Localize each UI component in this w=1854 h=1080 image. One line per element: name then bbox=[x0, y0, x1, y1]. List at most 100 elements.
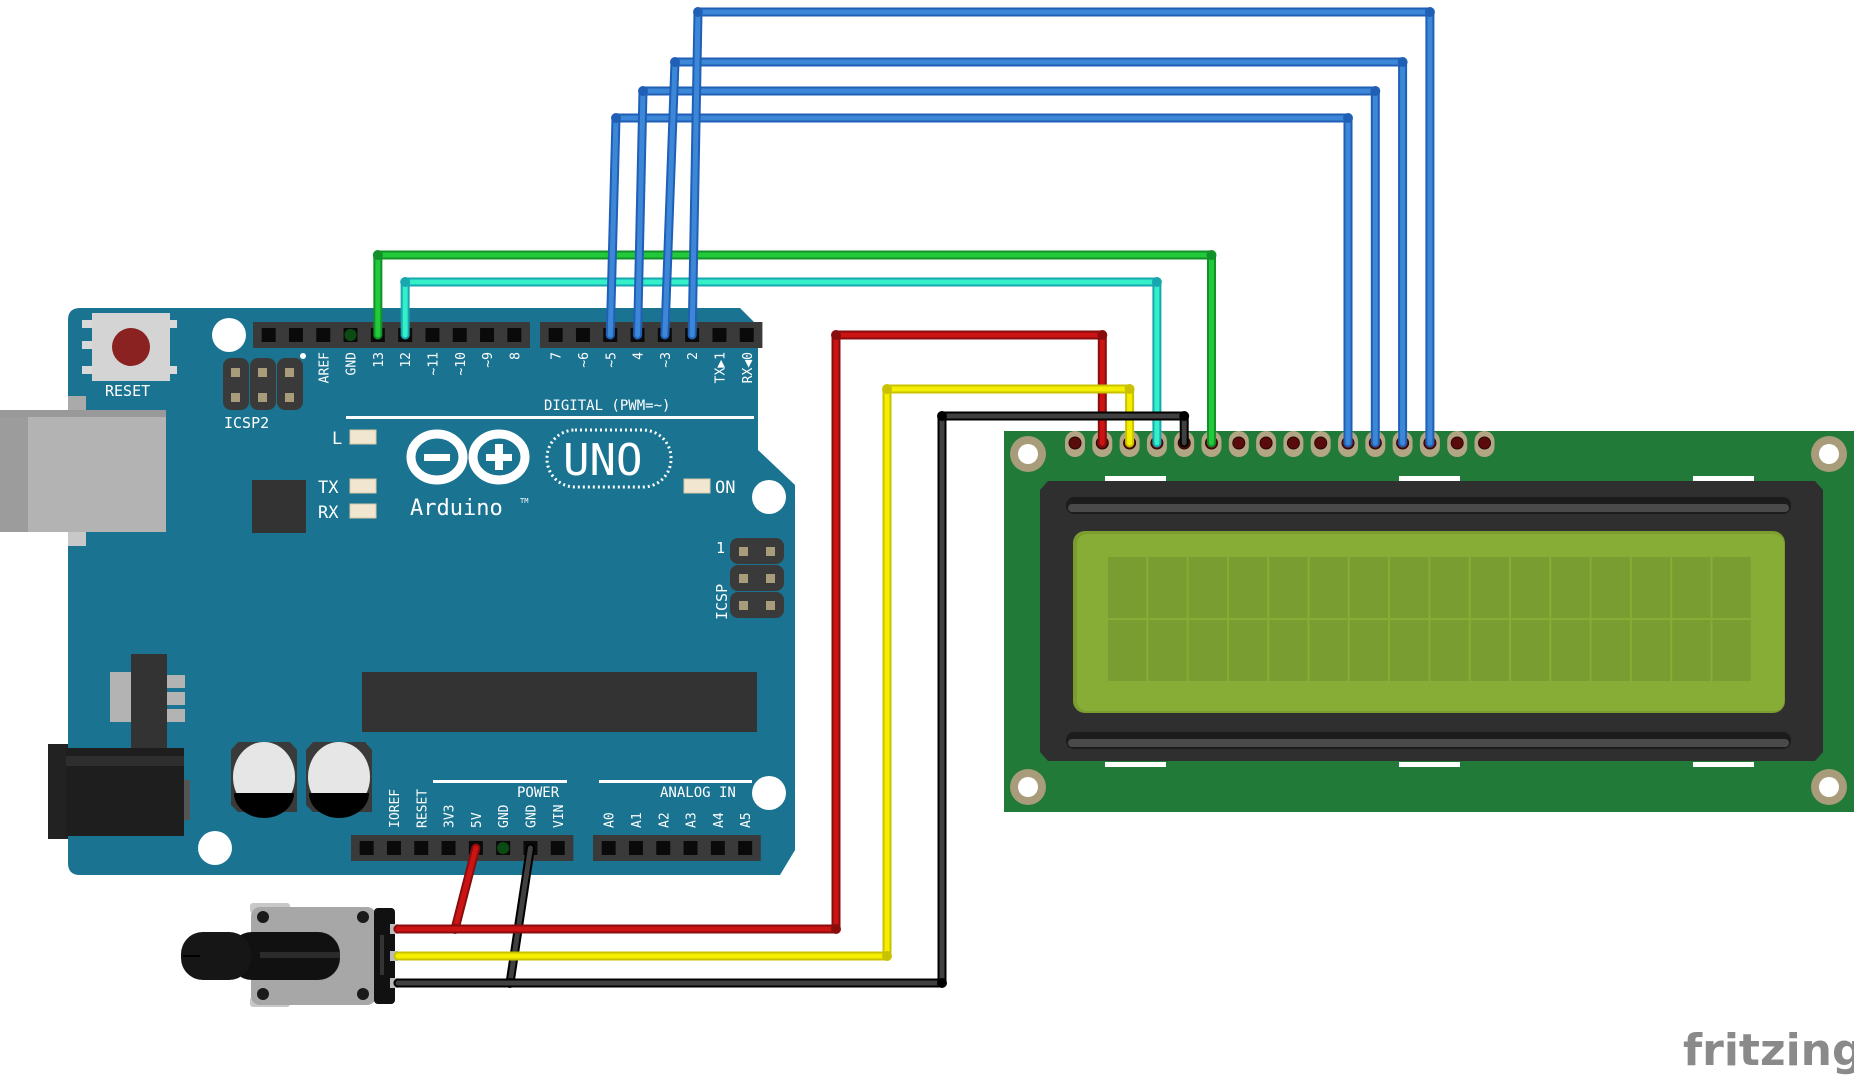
lcd-16x2-module[interactable] bbox=[1004, 431, 1854, 812]
power-header-pin[interactable] bbox=[359, 841, 374, 855]
lcd-character-cell bbox=[1228, 620, 1268, 681]
fritzing-watermark: fritzing bbox=[1683, 1025, 1854, 1076]
analog-header-pin[interactable] bbox=[710, 841, 725, 855]
power-header-pin[interactable] bbox=[414, 841, 429, 855]
digital-header-a-pin[interactable] bbox=[480, 328, 495, 342]
lcd-pin[interactable] bbox=[1478, 436, 1491, 450]
wire-bendpoint[interactable] bbox=[670, 57, 680, 67]
led-rx bbox=[349, 503, 377, 519]
voltage-regulator bbox=[110, 654, 185, 750]
wire-d12-lcd-rs[interactable] bbox=[402, 279, 1160, 446]
wire-d3-lcd-d6[interactable] bbox=[662, 59, 1406, 446]
wire-d2-lcd-d7[interactable] bbox=[689, 9, 1433, 446]
lcd-pin[interactable] bbox=[1314, 436, 1328, 450]
reset-button[interactable] bbox=[82, 313, 177, 381]
wire-bendpoint[interactable] bbox=[1179, 411, 1190, 421]
analog-header-pin[interactable] bbox=[683, 841, 698, 855]
wire-bendpoint[interactable] bbox=[937, 411, 947, 421]
lcd-character-cell bbox=[1551, 557, 1590, 618]
lcd-character-cell bbox=[1551, 620, 1590, 681]
power-pin-label: RESET bbox=[415, 789, 430, 828]
dc-power-jack bbox=[48, 744, 190, 839]
lcd-character-cell bbox=[1108, 557, 1147, 618]
digital-header-b-pin[interactable] bbox=[712, 328, 727, 342]
icsp2-label: ICSP2 bbox=[224, 414, 269, 432]
digital-header-a-pin[interactable] bbox=[316, 328, 331, 342]
lcd-character-cell bbox=[1672, 557, 1711, 618]
lcd-pin[interactable] bbox=[1286, 436, 1300, 450]
wire-bendpoint[interactable] bbox=[1151, 277, 1162, 287]
wire-bendpoint[interactable] bbox=[831, 924, 841, 934]
digital-header-b-pin[interactable] bbox=[575, 328, 590, 342]
wire-bendpoint[interactable] bbox=[1397, 57, 1408, 67]
led-on-label: ON bbox=[715, 478, 735, 498]
potentiometer-knob[interactable] bbox=[181, 932, 251, 980]
analog-header-pin[interactable] bbox=[656, 841, 671, 855]
wire-bendpoint[interactable] bbox=[372, 250, 383, 260]
lcd-pin[interactable] bbox=[1259, 436, 1273, 450]
digital-header-a-pin[interactable] bbox=[288, 328, 303, 342]
analog-header-pin[interactable] bbox=[628, 841, 643, 855]
analog-header-pin[interactable] bbox=[738, 841, 753, 855]
lcd-character-cell bbox=[1188, 557, 1227, 618]
digital-header-a-pin[interactable] bbox=[261, 328, 276, 342]
power-divider bbox=[433, 780, 567, 783]
capacitor bbox=[306, 742, 372, 818]
power-header-pin[interactable] bbox=[441, 841, 456, 855]
digital-header-a-pin[interactable] bbox=[507, 328, 522, 342]
wire-bendpoint[interactable] bbox=[1124, 384, 1135, 394]
power-header-pin[interactable] bbox=[386, 841, 401, 855]
potentiometer[interactable] bbox=[181, 903, 398, 1007]
digital-pin-label: ~6 bbox=[577, 352, 592, 368]
mounting-hole bbox=[198, 831, 232, 865]
power-header-pin[interactable] bbox=[550, 841, 565, 855]
lcd-character-cell bbox=[1631, 557, 1671, 618]
lcd-pin[interactable] bbox=[1068, 436, 1082, 450]
lcd-character-cell bbox=[1672, 620, 1711, 681]
lcd-tab bbox=[1105, 762, 1166, 767]
lcd-character-cell bbox=[1511, 620, 1550, 681]
gnd-pin-marker bbox=[497, 842, 510, 854]
digital-pin-label: 13 bbox=[372, 352, 387, 368]
wire-bendpoint[interactable] bbox=[611, 113, 621, 123]
digital-pin-label: ~11 bbox=[426, 352, 441, 375]
wire-bendpoint[interactable] bbox=[831, 330, 841, 340]
lcd-character-cell bbox=[1511, 557, 1550, 618]
digital-header-b-pin[interactable] bbox=[548, 328, 563, 342]
wire-bendpoint[interactable] bbox=[400, 277, 411, 287]
lcd-character-cell bbox=[1470, 620, 1509, 681]
wire-d4-lcd-d5[interactable] bbox=[635, 88, 1378, 446]
analog-header-pin[interactable] bbox=[601, 841, 616, 855]
digital-header-a-pin[interactable] bbox=[425, 328, 440, 342]
wire-bendpoint[interactable] bbox=[937, 978, 947, 988]
lcd-character-cell bbox=[1430, 620, 1469, 681]
wire-bendpoint[interactable] bbox=[1424, 7, 1435, 17]
wire-bendpoint[interactable] bbox=[882, 384, 892, 394]
digital-header-b-pin[interactable] bbox=[739, 328, 754, 342]
lcd-character-cell bbox=[1108, 620, 1147, 681]
wire-d13-lcd-e[interactable] bbox=[375, 252, 1214, 446]
wire-bendpoint[interactable] bbox=[1097, 330, 1108, 340]
wire-bendpoint[interactable] bbox=[882, 951, 892, 961]
lcd-character-cell bbox=[1470, 557, 1509, 618]
wire-bendpoint[interactable] bbox=[638, 86, 648, 96]
lcd-character-cell bbox=[1309, 557, 1348, 618]
wire-bendpoint[interactable] bbox=[1370, 86, 1381, 96]
digital-header-a bbox=[253, 322, 530, 348]
lcd-character-cell bbox=[1228, 557, 1268, 618]
digital-label: DIGITAL (PWM=~) bbox=[544, 398, 670, 414]
power-header bbox=[351, 835, 574, 861]
wire-bendpoint[interactable] bbox=[693, 7, 703, 17]
wire-bendpoint[interactable] bbox=[1343, 113, 1353, 123]
lcd-character-cell bbox=[1148, 620, 1187, 681]
lcd-pin[interactable] bbox=[1232, 436, 1246, 450]
trademark: TM bbox=[520, 497, 528, 505]
digital-header-a-pin[interactable] bbox=[452, 328, 467, 342]
wire-d5-lcd-d4[interactable] bbox=[607, 115, 1351, 446]
lcd-pin[interactable] bbox=[1450, 436, 1464, 450]
lcd-character-cell bbox=[1631, 620, 1671, 681]
wire-bendpoint[interactable] bbox=[1206, 250, 1217, 260]
power-pin-label: 3V3 bbox=[443, 805, 458, 828]
